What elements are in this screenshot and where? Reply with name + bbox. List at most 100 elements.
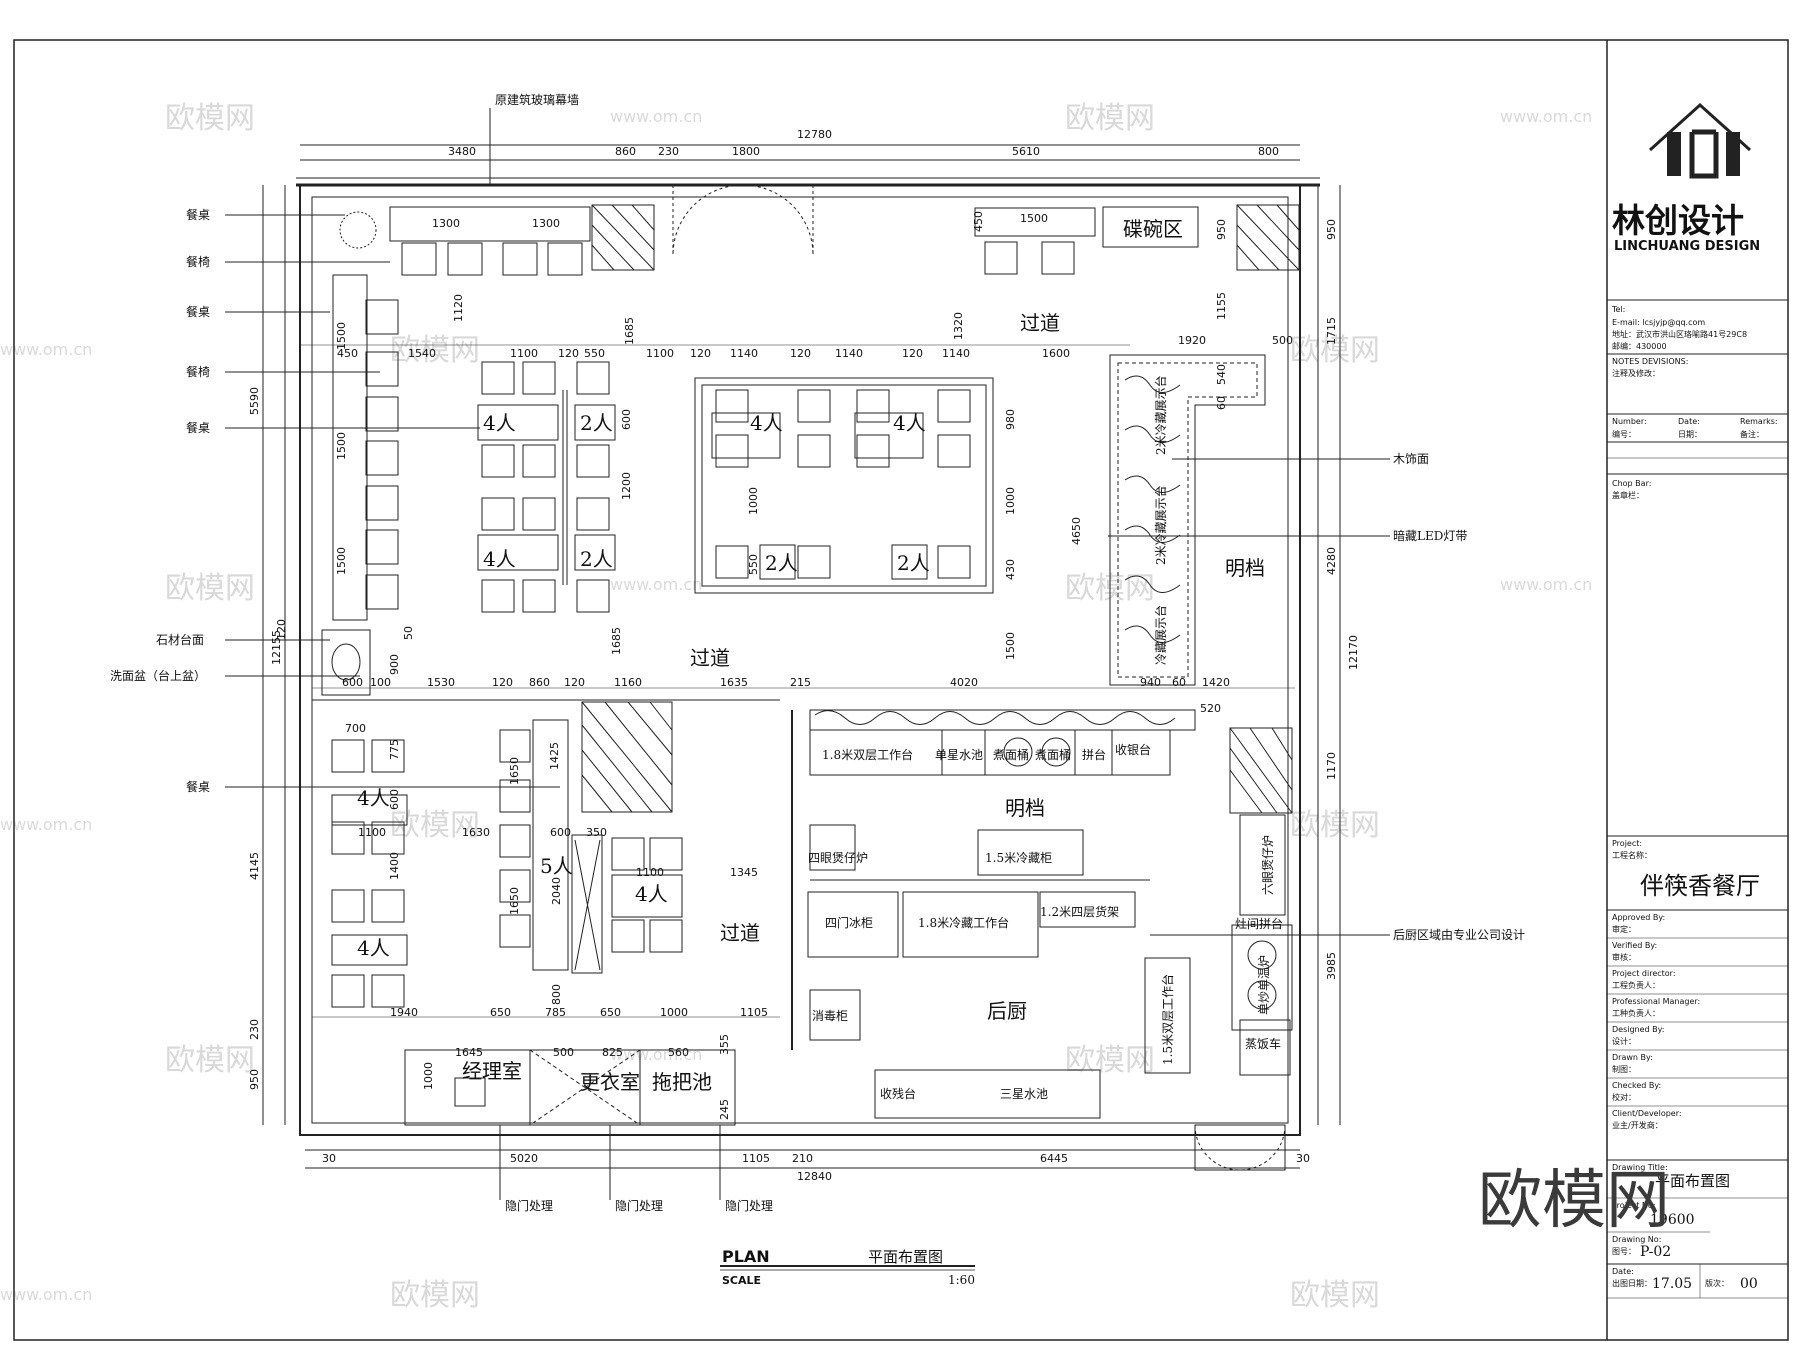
dim-text: 950 xyxy=(248,1069,261,1090)
dim-text: 30 xyxy=(1296,1152,1310,1165)
outer-wall xyxy=(299,184,1301,1136)
room-mop-pool: 拖把池 xyxy=(652,1070,712,1094)
bottom-leaders xyxy=(499,1125,721,1200)
dim-text: 950 xyxy=(1215,219,1228,240)
dim-text: 1100 xyxy=(510,347,538,360)
dim-text: 1400 xyxy=(388,852,401,880)
washbasin xyxy=(331,643,361,681)
watermark-text: 欧模网 xyxy=(165,101,255,136)
chair-grid xyxy=(715,389,971,579)
tb-checked-cn: 校对： xyxy=(1612,1092,1636,1102)
dim-text: 1685 xyxy=(623,317,636,345)
equip-label: 1.5米双层工作台 xyxy=(1160,974,1175,1065)
watermark-url: www.om.cn xyxy=(1500,107,1592,126)
tb-director-cn: 工程负责人： xyxy=(1612,980,1660,990)
sterilizer xyxy=(809,989,861,1041)
dim-text: 650 xyxy=(600,1006,621,1019)
table-capacity: 2人 xyxy=(897,551,930,575)
room-dish-area: 碟碗区 xyxy=(1123,217,1183,241)
tb-approved: Approved By: xyxy=(1612,913,1665,922)
room-open-bar: 明档 xyxy=(1005,796,1045,820)
equip-label: 消毒柜 xyxy=(812,1009,848,1023)
dim-text: 940 xyxy=(1140,676,1161,689)
tb-address: 地址：武汉市洪山区珞喻路41号29C8 xyxy=(1612,329,1747,339)
logo-en: LINCHUANG DESIGN xyxy=(1614,239,1760,254)
column-hatch xyxy=(581,701,673,813)
room-changing-room: 更衣室 xyxy=(580,1070,640,1094)
equip-label: 收残台 xyxy=(880,1086,916,1101)
dim-text: 1100 xyxy=(636,866,664,879)
tb-manager: Professional Manager: xyxy=(1612,997,1700,1006)
table xyxy=(974,207,1096,237)
dim-text: 1500 xyxy=(335,322,348,350)
room-open-bar: 明档 xyxy=(1225,556,1265,580)
dim-text: 5590 xyxy=(248,387,261,415)
watermark-url: www.om.cn xyxy=(0,815,92,834)
dim-text: 1170 xyxy=(1325,752,1338,780)
watermark-text: 欧模网 xyxy=(1065,1043,1155,1078)
dim-text: 120 xyxy=(902,347,923,360)
dim-text: 1200 xyxy=(620,472,633,500)
burner xyxy=(1247,980,1277,1010)
tb-drawing-no: Drawing No: xyxy=(1612,1235,1661,1244)
dim-text: 5020 xyxy=(510,1152,538,1165)
inner-wall-line xyxy=(311,196,1289,1124)
table-capacity: 5人 xyxy=(540,854,573,878)
dim-text: 950 xyxy=(1325,219,1338,240)
dim-text: 1650 xyxy=(508,757,521,785)
dim-text: 3480 xyxy=(448,145,476,158)
tb-email: E-mail: lcsjyjp@qq.com xyxy=(1612,318,1705,327)
dim-text: 600 xyxy=(388,789,401,810)
dim-text: 775 xyxy=(388,739,401,760)
equip-label: 单星水池 xyxy=(935,748,983,762)
tb-project-cn: 工程名称： xyxy=(1612,850,1652,860)
logo-text: 林创设计 xyxy=(1612,201,1744,240)
dim-text: 60 xyxy=(1172,676,1186,689)
dim-text: 650 xyxy=(490,1006,511,1019)
dim-text: 1155 xyxy=(1215,292,1228,320)
dim-text: 1940 xyxy=(390,1006,418,1019)
tb-project-no: Project No: xyxy=(1612,1201,1656,1210)
equip-label: 2米冷藏展示台 xyxy=(1153,485,1168,565)
tb-director: Project director: xyxy=(1612,969,1676,978)
dim-text: 550 xyxy=(584,347,605,360)
room-passage: 过道 xyxy=(1020,311,1060,335)
dim-text: 860 xyxy=(529,676,550,689)
room-back-kitchen: 后厨 xyxy=(987,999,1027,1023)
chair xyxy=(365,485,399,521)
long-table xyxy=(532,719,569,971)
wood-grain xyxy=(814,710,1176,725)
column-hatch xyxy=(591,204,655,271)
dim-text: 245 xyxy=(718,1099,731,1120)
table xyxy=(331,794,408,826)
table-capacity: 4人 xyxy=(483,411,516,435)
entrance-door-left xyxy=(672,184,744,256)
chair xyxy=(365,440,399,476)
table-capacity: 4人 xyxy=(635,882,668,906)
dim-text: 3985 xyxy=(1325,952,1338,980)
scale-label: SCALE xyxy=(722,1274,761,1287)
watermark-url: www.om.cn xyxy=(610,107,702,126)
watermark-url: www.om.cn xyxy=(0,1285,92,1304)
dim-text: 540 xyxy=(1215,364,1228,385)
dim-text: 30 xyxy=(322,1152,336,1165)
table xyxy=(611,874,683,918)
stove xyxy=(809,824,856,871)
dim-text: 800 xyxy=(1258,145,1279,158)
dim-text: 600 xyxy=(550,826,571,839)
freezer xyxy=(807,891,899,958)
tb-date-label: Date: xyxy=(1612,1267,1634,1276)
dim-text: 230 xyxy=(658,145,679,158)
dim-text: 1540 xyxy=(408,347,436,360)
booth-frame xyxy=(694,377,994,594)
tb-date-label-cn: 出图日期： xyxy=(1612,1278,1652,1288)
plan-title: 平面布置图 xyxy=(868,1248,943,1266)
table-capacity: 4人 xyxy=(357,786,390,810)
watermark-text: 欧模网 xyxy=(390,1278,480,1313)
equip-label: 收银台 xyxy=(1115,742,1151,757)
dim-text: 800 xyxy=(550,984,563,1005)
back-rooms xyxy=(404,1049,736,1126)
tb-manager-cn: 工种负责人： xyxy=(1612,1008,1660,1018)
dim-text: 1650 xyxy=(508,887,521,915)
